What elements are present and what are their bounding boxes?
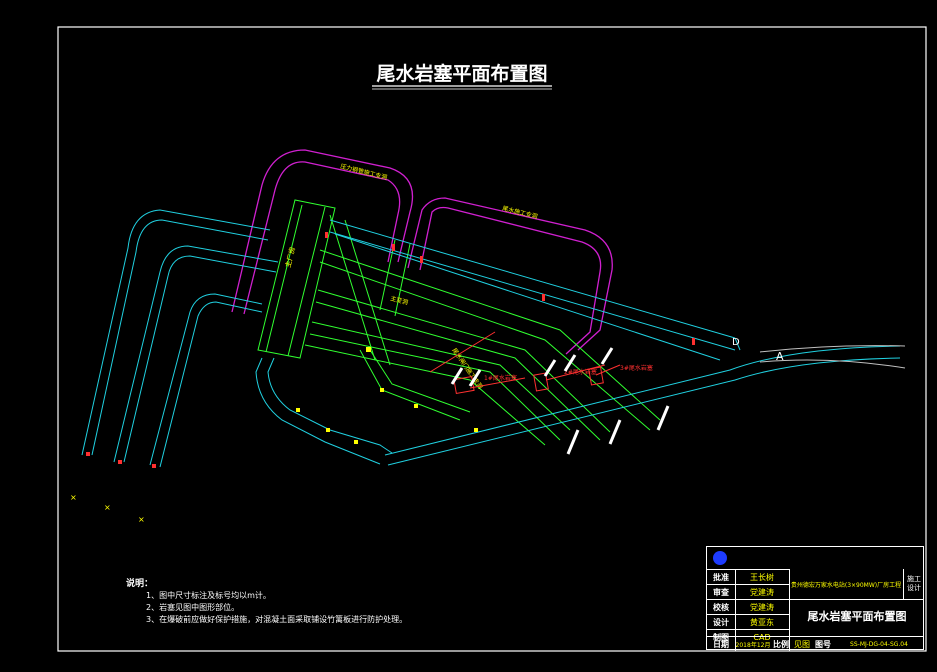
gray-outlet — [759, 345, 906, 369]
tb-row-approve: 批准 王长树 — [707, 569, 789, 584]
tb-row-check: 校核 党建涛 — [707, 599, 923, 614]
main-building — [257, 199, 336, 359]
tb-role-check: 校核 — [713, 602, 729, 612]
point-a: A — [776, 350, 784, 363]
red-rock-plugs — [429, 331, 621, 395]
svg-text:×: × — [138, 515, 145, 524]
tb-scale: 见图 — [794, 639, 810, 649]
title-block: 批准 王长树 审查 党建涛 校核 党建涛 设计 黄亚东 制图 CAD 贵州德宏万… — [706, 546, 924, 651]
drawing-frame — [57, 26, 927, 652]
label-plug-3: 3#尾水岩塞 — [620, 364, 653, 372]
note-item-2: 2、岩塞见图中图形部位。 — [146, 603, 240, 612]
tb-name-review: 党建涛 — [750, 587, 774, 597]
tb-row-review: 审查 党建涛 — [707, 584, 789, 599]
notes-heading: 说明： — [126, 579, 154, 589]
tb-footer-row: 日期 2018年12月 比例 见图 图号 SS-MJ-DG-04-SG.04 — [707, 636, 923, 651]
tb-drawing-name: 尾水岩塞平面布置图 — [807, 610, 907, 623]
tb-project-name: 贵州德宏万家水电站(3×90MW)厂房工程 — [791, 581, 901, 589]
company-logo-icon — [710, 547, 730, 569]
tb-name-design: 黄亚东 — [750, 617, 774, 627]
svg-text:×: × — [104, 503, 111, 512]
label-tunnel-top-2: 尾水施工支洞 — [502, 204, 539, 220]
drawing-title: 尾水岩塞平面布置图 — [376, 62, 547, 85]
tb-drawing-no-label: 图号 — [815, 639, 831, 649]
tb-role-design: 设计 — [713, 617, 729, 627]
notes-block: 说明： 1、图中尺寸标注及标号均以m计。 2、岩塞见图中图形部位。 3、在爆破前… — [126, 578, 407, 626]
title-block-logo-row — [707, 547, 923, 569]
red-markers — [86, 232, 695, 468]
magenta-tunnel-loops — [231, 149, 613, 355]
note-item-3: 3、在爆破前应做好保护措施，对混凝土面采取铺设竹篱板进行防护处理。 — [146, 615, 408, 624]
svg-text:×: × — [70, 493, 77, 502]
tb-name-draw: CAD — [753, 632, 771, 642]
white-gate-marks — [450, 347, 670, 455]
note-item-1: 1、图中尺寸标注及标号均以m计。 — [146, 591, 271, 600]
tb-drawing-no: SS-MJ-DG-04-SG.04 — [850, 640, 908, 648]
point-d: D — [732, 337, 740, 348]
tb-date: 2018年12月 — [735, 641, 771, 649]
tb-row-design: 设计 黄亚东 — [707, 614, 789, 629]
tb-name-approve: 王长树 — [750, 572, 774, 582]
label-main-building: 主厂房 — [283, 246, 297, 269]
tb-role-draw: 制图 — [713, 632, 729, 642]
left-tunnel-ends: × × × — [70, 493, 145, 524]
label-tunnel-diag: 尾水闸门施工支洞 — [450, 347, 484, 391]
cyan-left-tunnels — [81, 209, 279, 468]
tb-stage: 施工设计 — [907, 575, 921, 592]
tb-role-review: 审查 — [713, 587, 729, 597]
tb-row-draw: 制图 CAD — [707, 629, 789, 644]
label-tunnel-top-1: 压力钢管施工支洞 — [340, 162, 389, 181]
tb-scale-label: 比例 — [773, 639, 789, 649]
label-plug-1: 1#尾水岩塞 — [484, 374, 517, 382]
label-plug-2: 2#尾水岩塞 — [564, 368, 597, 376]
tb-date-label: 日期 — [713, 639, 729, 649]
yellow-markers — [296, 347, 478, 444]
tb-name-check: 党建涛 — [750, 602, 774, 612]
tb-role-approve: 批准 — [713, 572, 729, 582]
green-tailrace-tunnels — [304, 214, 661, 446]
cyan-right-tunnels — [255, 219, 901, 466]
